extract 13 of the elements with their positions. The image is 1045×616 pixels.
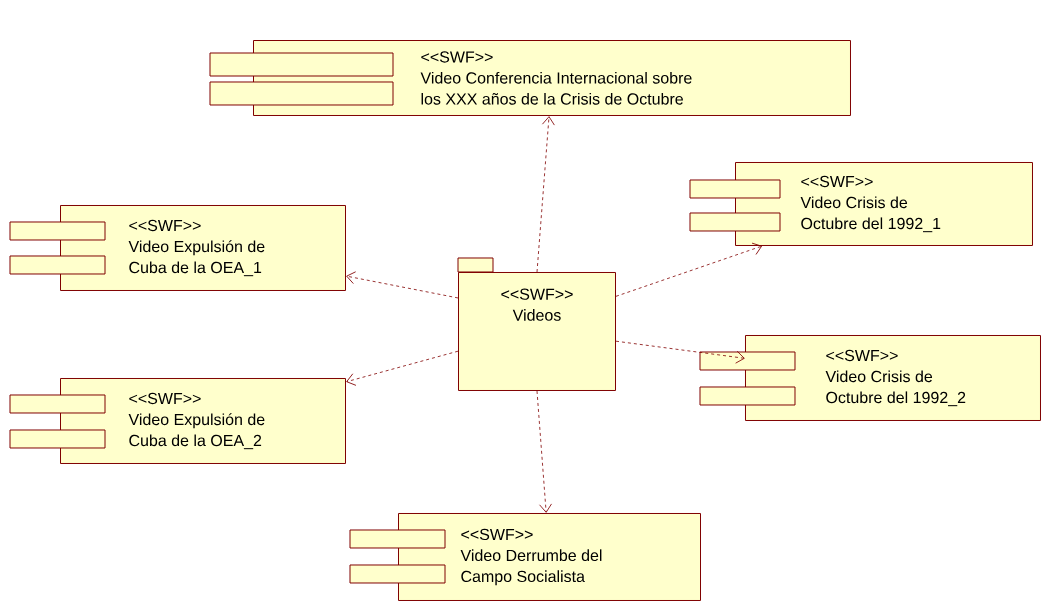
component-box: <<SWF>> Video Expulsión de Cuba de la OEA_2 (9, 378, 346, 464)
component-box: <<SWF>> Video Crisis de Octubre del 1992_2 (699, 335, 1041, 421)
dependency-arrow (615, 340, 745, 364)
package-box: <<SWF>> Videos (457, 257, 616, 391)
dependency-arrow (346, 350, 459, 386)
component-box: <<SWF>> Video Crisis de Octubre del 1992_1 (689, 162, 1033, 246)
dependency-arrow (346, 271, 459, 299)
component-box: <<SWF>> Video Conferencia Internacional sobre los XXX años de la Crisis de Octubre (209, 40, 851, 116)
dependency-arrow (536, 116, 555, 273)
dependency-arrow (615, 242, 762, 297)
dependency-arrow (536, 390, 552, 513)
component-box: <<SWF>> Video Expulsión de Cuba de la OEA_1 (9, 205, 346, 291)
component-box: <<SWF>> Video Derrumbe del Campo Socialista (349, 513, 701, 601)
